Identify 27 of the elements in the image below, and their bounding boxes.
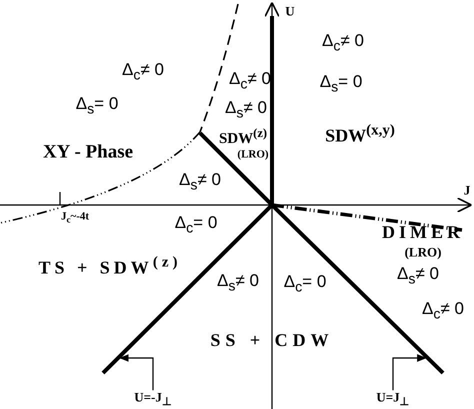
critical-point-label: J$_{c}$~-4t — [60, 211, 90, 225]
leader-arrow — [119, 354, 154, 390]
formula-label: Δ$_{s}$≠ 0 — [217, 272, 259, 294]
formula-label: Δ$_{s}$= 0 — [320, 73, 362, 95]
phase-label: TS + SDW$^{(z)}$ — [38, 256, 182, 276]
phase-label: XY - Phase — [42, 142, 134, 162]
formula-label: Δ$_{c}$≠ 0 — [322, 32, 364, 54]
phase-label: SDW$^{(z)}$ — [218, 127, 268, 147]
formula-label: Δ$_{s}$≠ 0 — [397, 265, 439, 287]
axis-label: U — [285, 4, 295, 18]
formula-label: Δ$_{c}$≠ 0 — [229, 70, 271, 92]
boundary-label: U=-J$_{⊥}$ — [134, 390, 172, 408]
phase-label: (LRO) — [404, 246, 442, 258]
formula-label: Δ$_{s}$= 0 — [76, 95, 118, 117]
leader-arrow — [392, 354, 427, 390]
formula-label: Δ$_{c}$= 0 — [174, 214, 218, 236]
phase-label: SS + CDW — [210, 331, 334, 349]
formula-label: Δ$_{c}$≠ 0 — [422, 300, 464, 322]
formula-label: Δ$_{s}$≠ 0 — [179, 171, 221, 193]
axis-label: J — [464, 184, 470, 196]
formula-label: Δ$_{c}$≠ 0 — [122, 61, 164, 83]
phase-label: (LRO) — [237, 150, 269, 160]
formula-label: Δ$_{c}$= 0 — [284, 273, 326, 295]
formula-label: Δ$_{s}$≠ 0 — [225, 99, 267, 121]
phase-boundary — [102, 204, 274, 374]
phase-label: SDW$^{(x,y)}$ — [325, 124, 395, 144]
boundary-label: U=J$_{⊥}$ — [376, 390, 410, 408]
